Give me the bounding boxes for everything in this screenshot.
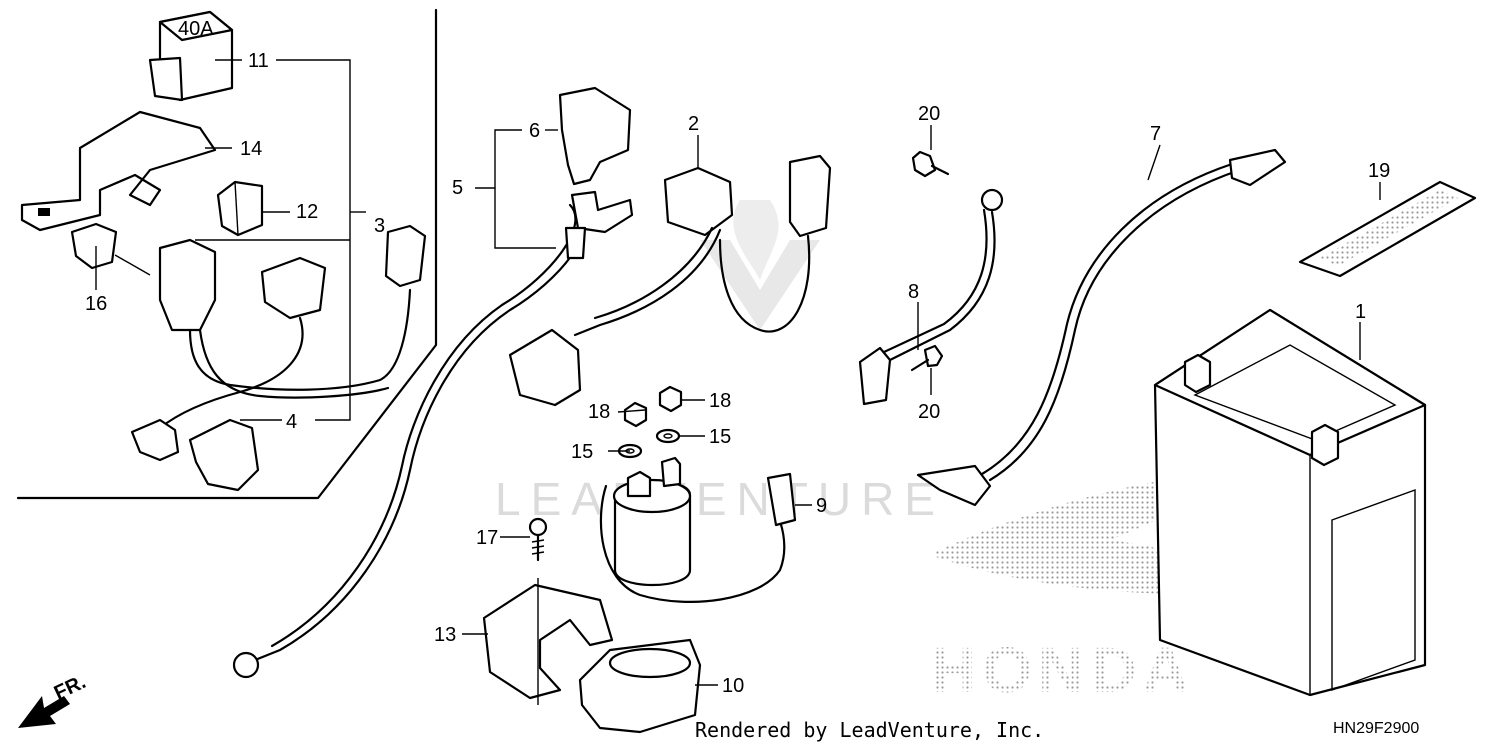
callout-20-top: 20: [918, 103, 940, 125]
harness-part-3: [130, 224, 427, 492]
callout-10: 10: [722, 675, 744, 697]
callout-8: 8: [908, 281, 919, 303]
cable-part-5: [232, 190, 634, 679]
callout-19: 19: [1368, 160, 1390, 182]
cable-part-2: [508, 154, 832, 407]
callout-1: 1: [1355, 301, 1366, 323]
solenoid-part-9: [599, 456, 797, 603]
bolts-part-20: [910, 150, 950, 372]
cover-part-10: [578, 638, 702, 734]
inset-frame: [16, 8, 438, 500]
bracket-part-13: [482, 578, 614, 705]
callout-17: 17: [476, 527, 498, 549]
front-direction-arrow: FR.: [18, 671, 89, 728]
clip-part-16: [70, 222, 118, 270]
strap-part-19: [1298, 180, 1477, 278]
callout-18-left: 18: [588, 401, 610, 423]
cable-part-7: [916, 148, 1287, 507]
leader-lines: [95, 59, 1381, 686]
cable-part-8: [858, 188, 1004, 406]
callout-5: 5: [452, 177, 463, 199]
honda-logo-text: HONDA: [930, 634, 1195, 706]
callout-6: 6: [529, 120, 540, 142]
cap-part-6: [558, 86, 632, 186]
callout-11: 11: [248, 50, 269, 72]
diagram-code: HN29F2900: [1333, 720, 1420, 737]
callout-7: 7: [1150, 123, 1161, 145]
callout-13: 13: [434, 624, 456, 646]
relay-part-11: 40A: [148, 10, 234, 102]
callout-15-left: 15: [571, 441, 593, 463]
nuts-part-18: [623, 385, 683, 428]
callout-16: 16: [85, 293, 107, 315]
fuse-part-12: [216, 180, 264, 237]
callout-12: 12: [296, 201, 318, 223]
watermark-text: LEADVENTURE: [495, 473, 945, 525]
callout-labels: 11 14 12 3 16 4 6 5 2 20 8 20 7 19 1 18 …: [85, 50, 1390, 697]
callout-15-right: 15: [709, 426, 731, 448]
front-direction-label: FR.: [51, 671, 89, 705]
callout-18-right: 18: [709, 390, 731, 412]
callout-20-bottom: 20: [918, 401, 940, 423]
callout-2: 2: [688, 113, 699, 135]
bracket-part-14: [20, 110, 217, 232]
watermark: LEADVENTURE: [495, 200, 945, 525]
callout-3: 3: [374, 215, 385, 237]
screw-part-17: [528, 517, 548, 562]
callout-9: 9: [816, 495, 827, 517]
fuse-label: 40A: [178, 18, 214, 40]
callout-14: 14: [240, 138, 262, 160]
render-credit: Rendered by LeadVenture, Inc.: [695, 718, 1045, 742]
callout-4: 4: [286, 411, 297, 433]
battery-part-1: [1153, 308, 1427, 697]
washers-part-15: [617, 428, 681, 459]
